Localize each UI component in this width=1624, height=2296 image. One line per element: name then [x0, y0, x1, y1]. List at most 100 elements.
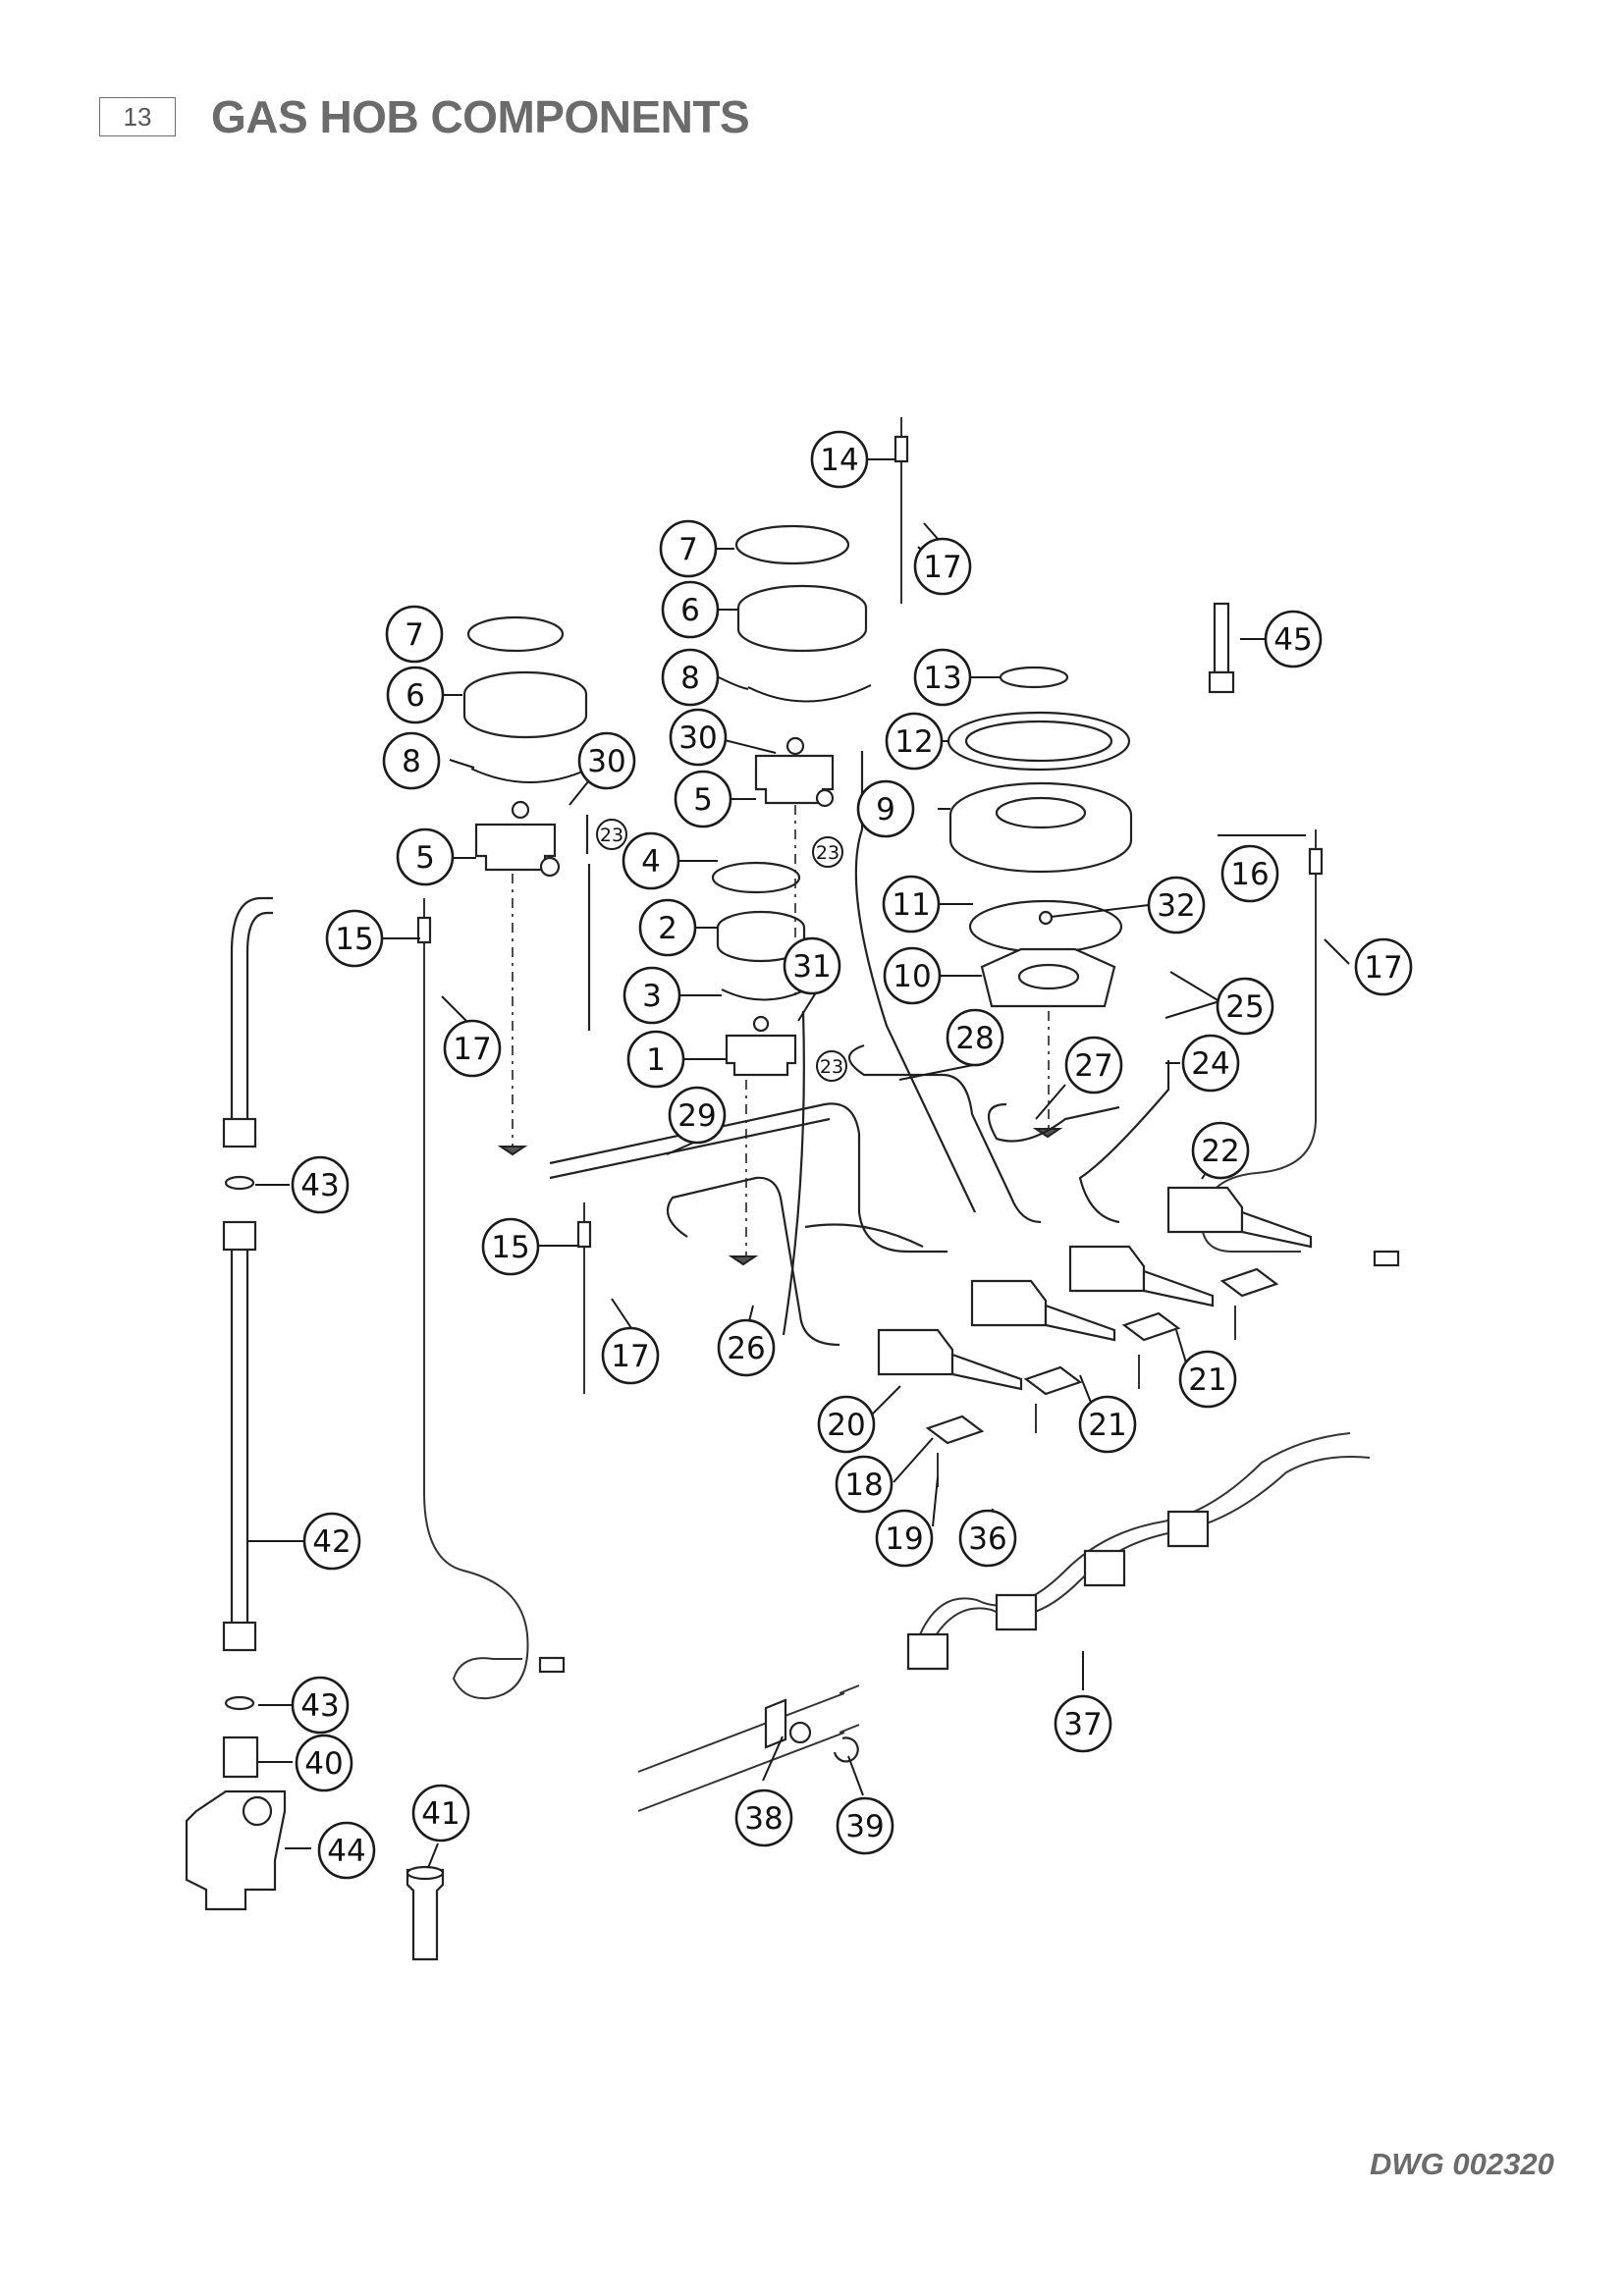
callout-label: 21 [1088, 1408, 1126, 1443]
callout-43: 43 [291, 1155, 350, 1214]
callout-17: 17 [1354, 937, 1413, 996]
callout-28: 28 [946, 1008, 1004, 1067]
callout-24: 24 [1181, 1034, 1240, 1093]
callout-label: 19 [885, 1522, 923, 1557]
part-burner-cap-centre [734, 524, 850, 565]
callout-17: 17 [443, 1019, 502, 1078]
callout-label: 29 [677, 1098, 716, 1134]
callout-label: 21 [1188, 1362, 1226, 1398]
callout-label: 37 [1063, 1707, 1102, 1742]
callout-30: 30 [577, 731, 636, 790]
callout-15: 15 [325, 909, 384, 968]
part-pipe-26 [666, 1176, 840, 1347]
callout-30: 30 [669, 708, 728, 767]
drawing-code: DWG 002320 [1370, 2147, 1554, 2181]
callout-label: 17 [1364, 950, 1402, 986]
part-pipe-23b [854, 751, 976, 1213]
callout-label: 23 [816, 842, 839, 864]
callout-15: 15 [481, 1217, 540, 1276]
part-injector-45 [1213, 602, 1230, 674]
callout-label: 36 [968, 1522, 1006, 1557]
callout-label: 17 [453, 1032, 491, 1067]
callout-label: 8 [402, 744, 421, 779]
page-number: 13 [99, 97, 176, 136]
callout-23: 23 [812, 836, 843, 868]
callout-label: 11 [892, 887, 930, 923]
callout-5: 5 [396, 828, 455, 886]
callout-label: 39 [845, 1809, 884, 1844]
callout-label: 4 [641, 844, 661, 880]
callout-11: 11 [882, 875, 941, 934]
callout-label: 26 [727, 1331, 765, 1366]
callout-label: 43 [300, 1688, 339, 1724]
part-pipe-28 [847, 1043, 1042, 1224]
callout-39: 39 [836, 1796, 894, 1855]
callout-16: 16 [1220, 844, 1279, 903]
callout-21: 21 [1178, 1350, 1237, 1409]
callout-label: 6 [680, 593, 700, 628]
callout-label: 43 [300, 1168, 339, 1203]
callout-label: 20 [827, 1408, 865, 1443]
callout-44: 44 [317, 1821, 376, 1880]
callout-22: 22 [1191, 1121, 1250, 1180]
part-burner-ring-centre [747, 684, 872, 703]
callout-label: 24 [1191, 1046, 1229, 1082]
callout-label: 14 [820, 443, 858, 478]
callout-label: 10 [893, 959, 931, 994]
callout-17: 17 [913, 537, 972, 596]
callout-label: 12 [894, 724, 933, 760]
callout-12: 12 [885, 712, 944, 771]
callout-40: 40 [295, 1734, 353, 1792]
callout-7: 7 [659, 519, 718, 578]
callout-label: 18 [844, 1468, 883, 1503]
part-burner-cap-left [466, 615, 565, 653]
callout-1: 1 [626, 1030, 685, 1089]
part-ignition-lead [637, 1684, 860, 1812]
part-fitting-41 [406, 1868, 445, 1961]
callout-label: 22 [1201, 1134, 1239, 1169]
part-gas-pipe [230, 896, 273, 1119]
callout-label: 17 [611, 1339, 649, 1374]
callout-label: 9 [876, 792, 895, 828]
callout-29: 29 [668, 1086, 727, 1145]
callout-14: 14 [810, 430, 869, 489]
part-wok-plate [968, 899, 1123, 954]
callout-label: 17 [923, 550, 961, 585]
callout-21: 21 [1078, 1395, 1137, 1454]
callout-8: 8 [382, 731, 441, 790]
part-wok-cap [999, 666, 1069, 689]
callout-31: 31 [783, 936, 841, 995]
callout-36: 36 [958, 1509, 1017, 1568]
callout-label: 5 [415, 840, 435, 876]
callout-label: 3 [642, 979, 662, 1014]
callout-45: 45 [1264, 610, 1323, 668]
callout-label: 23 [820, 1056, 843, 1078]
callout-6: 6 [661, 580, 720, 639]
callout-label: 42 [312, 1524, 351, 1560]
part-manifold-29 [549, 1102, 947, 1254]
callout-label: 31 [792, 949, 831, 985]
callout-label: 23 [600, 825, 623, 846]
callout-label: 7 [405, 617, 424, 653]
page-title: GAS HOB COMPONENTS [211, 91, 750, 142]
callout-label: 1 [646, 1042, 666, 1078]
part-thermocouple-16 [1201, 829, 1317, 1253]
part-pipe-23c [782, 1010, 805, 1336]
callout-label: 15 [491, 1230, 529, 1265]
callout-6: 6 [386, 666, 445, 724]
callout-27: 27 [1064, 1036, 1123, 1095]
callout-19: 19 [875, 1509, 934, 1568]
callout-3: 3 [623, 966, 681, 1025]
callout-label: 40 [304, 1746, 343, 1782]
callout-label: 7 [678, 532, 698, 567]
callout-label: 30 [678, 721, 717, 756]
callout-18: 18 [835, 1455, 893, 1514]
part-small-body [725, 1034, 797, 1077]
callout-23: 23 [596, 819, 627, 850]
part-pipe-23a [585, 815, 591, 1031]
callout-label: 8 [680, 661, 700, 696]
callout-32: 32 [1147, 876, 1206, 934]
callout-label: 28 [955, 1021, 994, 1056]
callout-43: 43 [291, 1676, 350, 1735]
